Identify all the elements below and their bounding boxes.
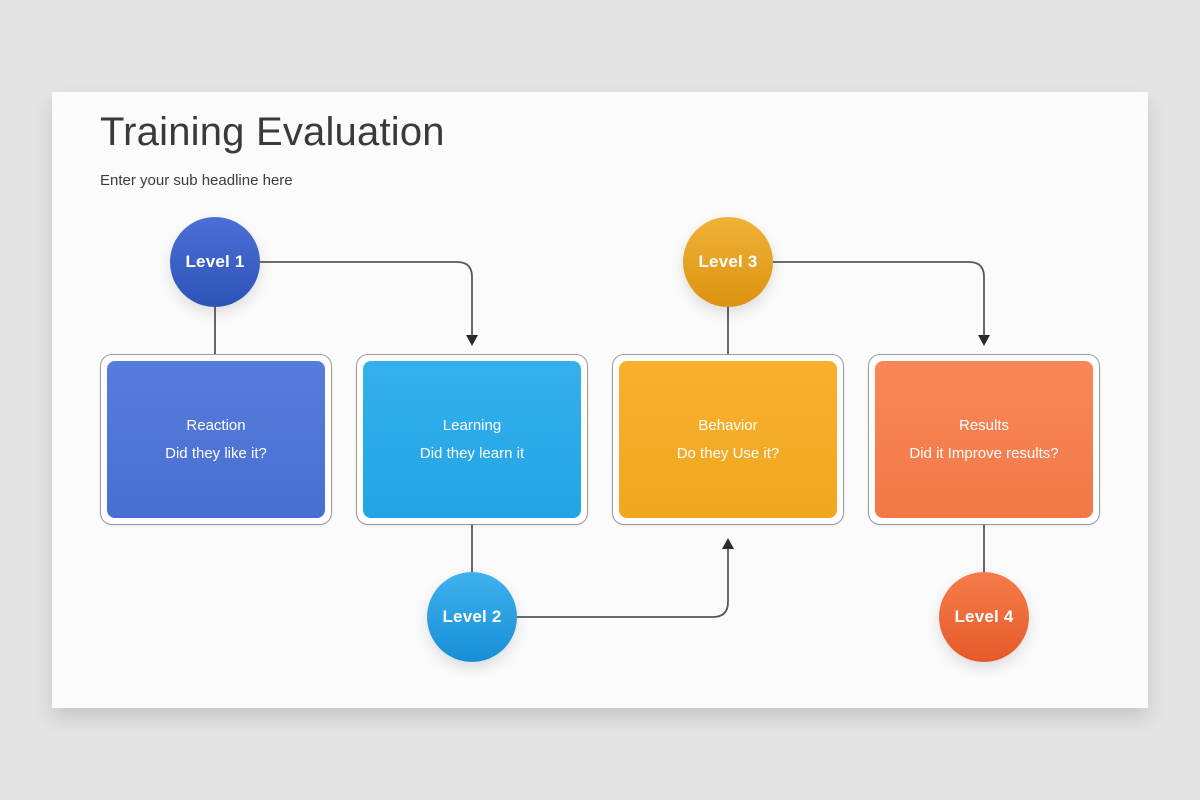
level-4-label: Level 4 — [954, 607, 1014, 626]
connector-level1-learning — [260, 261, 473, 335]
arrowhead-learning — [466, 335, 478, 346]
stage-question-reaction: Did they like it? — [165, 445, 267, 462]
stage-title-behavior: Behavior — [698, 417, 758, 434]
stage-title-reaction: Reaction — [186, 417, 246, 434]
stage-question-results: Did it Improve results? — [909, 445, 1059, 462]
stage-fill-reaction: Reaction Did they like it? — [107, 361, 325, 518]
level-1-node: Level 1 — [170, 217, 260, 307]
level-3-label: Level 3 — [698, 252, 758, 271]
stage-question-behavior: Do they Use it? — [676, 445, 780, 462]
stage-question-learning: Did they learn it — [419, 445, 525, 462]
slide-card: Training Evaluation Enter your sub headl… — [52, 92, 1148, 708]
level-2-label: Level 2 — [442, 607, 502, 626]
stage-box-reaction: Reaction Did they like it? — [100, 354, 332, 525]
level-4-node: Level 4 — [939, 572, 1029, 662]
stage-box-learning: Learning Did they learn it — [356, 354, 588, 525]
page-subtitle: Enter your sub headline here — [100, 172, 293, 189]
level-2-node: Level 2 — [427, 572, 517, 662]
stage-box-behavior: Behavior Do they Use it? — [612, 354, 844, 525]
level-3-node: Level 3 — [683, 217, 773, 307]
level-1-label: Level 1 — [185, 252, 245, 271]
arrowhead-behavior — [722, 538, 734, 549]
connector-level2-behavior — [517, 549, 729, 618]
page-title: Training Evaluation — [100, 110, 445, 154]
stage-fill-learning: Learning Did they learn it — [363, 361, 581, 518]
stage-title-learning: Learning — [442, 417, 502, 434]
stage-box-results: Results Did it Improve results? — [868, 354, 1100, 525]
connector-level3-results — [773, 261, 985, 335]
stage-fill-behavior: Behavior Do they Use it? — [619, 361, 837, 518]
arrowhead-results — [978, 335, 990, 346]
stage-fill-results: Results Did it Improve results? — [875, 361, 1093, 518]
stage-title-results: Results — [958, 417, 1010, 434]
